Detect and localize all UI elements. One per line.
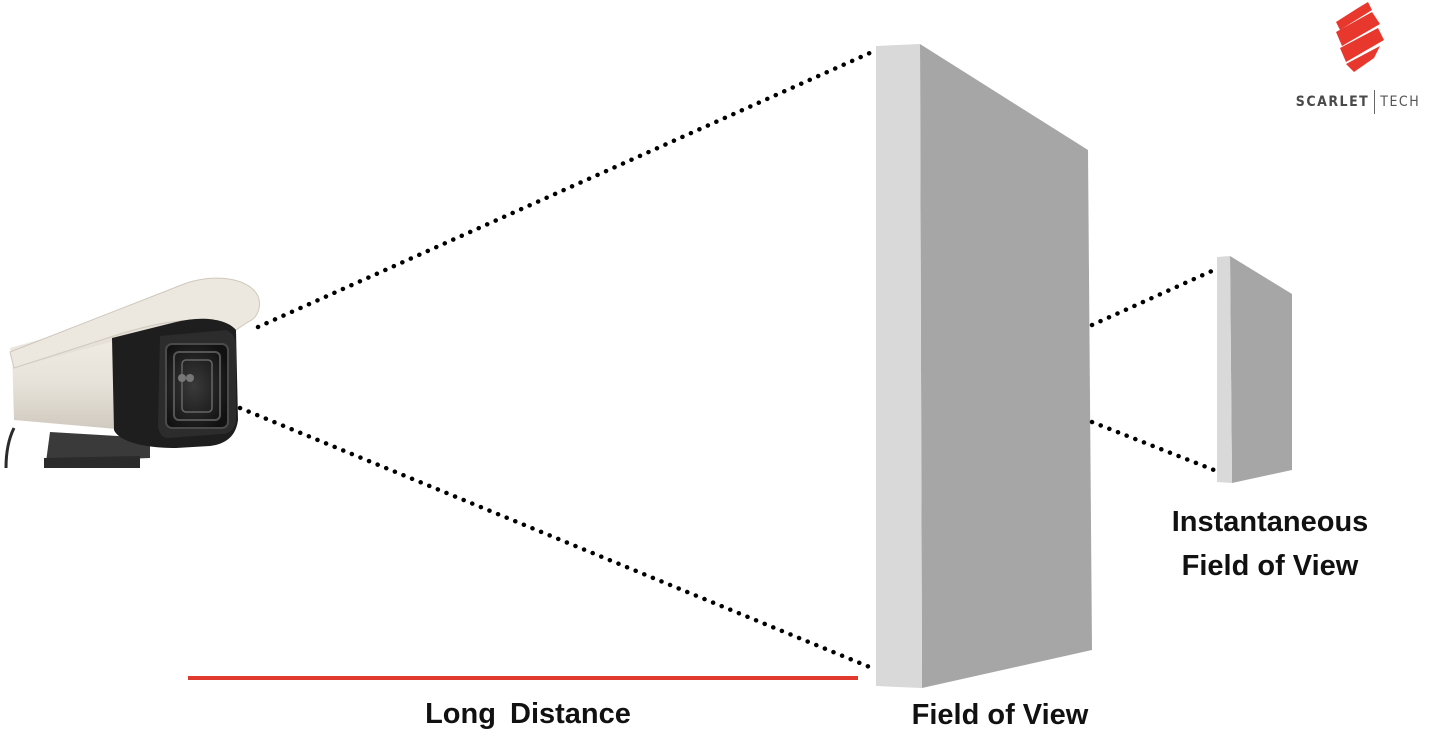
fov-panel-edge [876, 44, 922, 688]
logo-wordmark: SCARLET TECH [1288, 90, 1428, 114]
fov-dotted-lines [237, 49, 1217, 671]
scarlet-tech-logo-icon [1336, 2, 1384, 72]
fov-panel [876, 44, 1092, 688]
ifov-label-line1: Instantaneous [1171, 506, 1369, 538]
ifov-label-line2: Field of View [1181, 550, 1359, 582]
scarlet-tech-logo: SCARLET TECH [1288, 4, 1428, 114]
logo-brand: SCARLET [1295, 94, 1370, 110]
thermal-camera-icon [4, 277, 261, 469]
ifov-upper-line [1089, 267, 1217, 328]
ifov-panel-face [1230, 256, 1292, 483]
long-distance-label: Long Distance [425, 698, 631, 730]
ifov-label: Instantaneous Field of View [1140, 500, 1400, 588]
fov-panel-face [920, 44, 1092, 688]
logo-divider [1374, 90, 1376, 114]
field-of-view-label: Field of View [911, 699, 1089, 731]
fov-lower-line [237, 405, 875, 671]
ifov-panel [1217, 256, 1292, 483]
fov-upper-line [255, 49, 875, 330]
logo-suffix: TECH [1380, 94, 1421, 110]
ifov-panel-edge [1217, 256, 1232, 483]
ifov-lower-line [1089, 419, 1217, 473]
